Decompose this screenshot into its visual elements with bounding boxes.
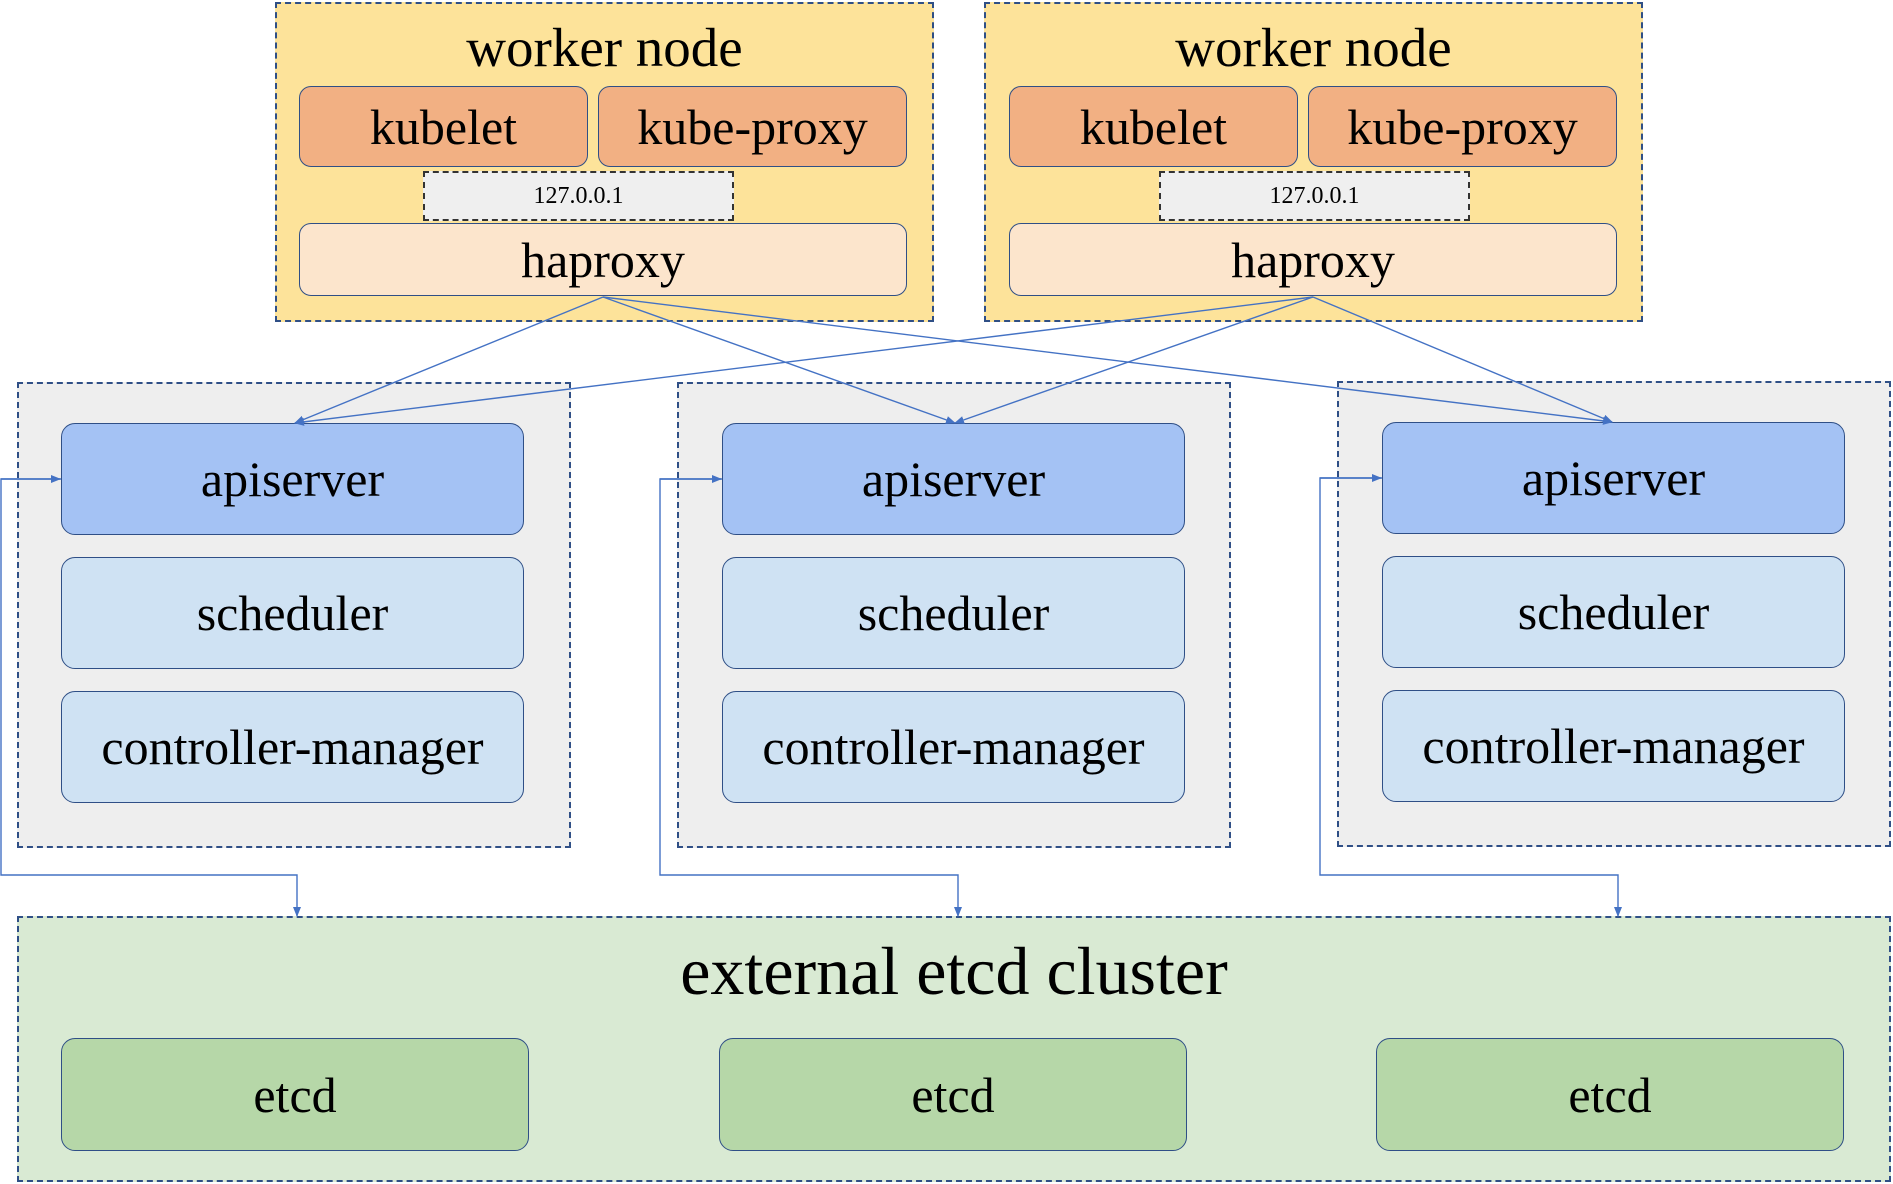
etcd-box: etcd xyxy=(1376,1038,1844,1151)
apiserver-box: apiserver xyxy=(1382,422,1845,534)
loopback-label: 127.0.0.1 xyxy=(423,171,734,221)
scheduler-box: scheduler xyxy=(722,557,1185,669)
controller-manager-box: controller-manager xyxy=(61,691,524,803)
etcd-cluster-title: external etcd cluster xyxy=(680,933,1228,1009)
kubelet-box: kubelet xyxy=(299,86,588,167)
haproxy-box: haproxy xyxy=(1009,223,1617,296)
scheduler-box: scheduler xyxy=(1382,556,1845,668)
apiserver-box: apiserver xyxy=(722,423,1185,535)
loopback-label: 127.0.0.1 xyxy=(1159,171,1470,221)
controller-manager-box: controller-manager xyxy=(1382,690,1845,802)
controller-manager-box: controller-manager xyxy=(722,691,1185,803)
kubelet-box: kubelet xyxy=(1009,86,1298,167)
worker-node-title: worker node xyxy=(466,17,743,78)
worker-node-title: worker node xyxy=(1175,17,1452,78)
haproxy-box: haproxy xyxy=(299,223,907,296)
kube-proxy-box: kube-proxy xyxy=(598,86,907,167)
etcd-box: etcd xyxy=(719,1038,1187,1151)
kube-proxy-box: kube-proxy xyxy=(1308,86,1617,167)
apiserver-box: apiserver xyxy=(61,423,524,535)
etcd-box: etcd xyxy=(61,1038,529,1151)
scheduler-box: scheduler xyxy=(61,557,524,669)
